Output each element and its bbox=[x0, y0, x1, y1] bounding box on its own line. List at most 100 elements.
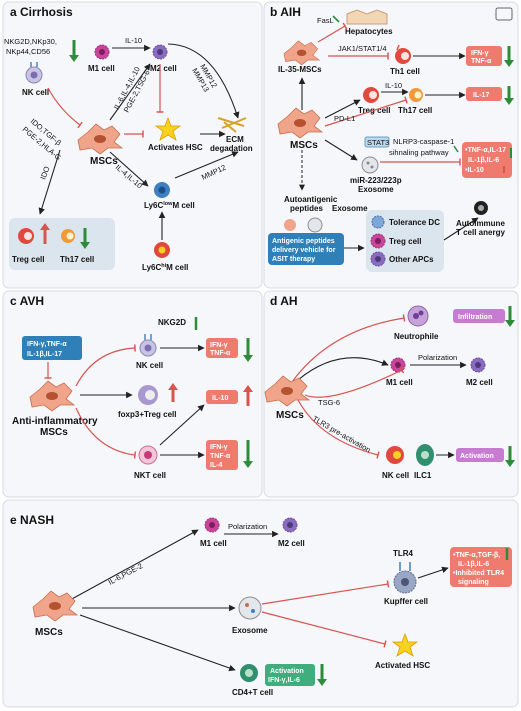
b-autoantigenic-2: peptides bbox=[290, 204, 323, 213]
b-ifn-box bbox=[466, 46, 502, 66]
b-th17-icon bbox=[409, 88, 423, 102]
a-ecm-icon bbox=[217, 117, 247, 133]
b-mir-1: miR-223/223p bbox=[350, 176, 402, 185]
c-nkg2d: NKG2D bbox=[158, 318, 186, 327]
d-msc-m1-arrow bbox=[297, 357, 389, 381]
b-nlrp3-2: sihnaling pathway bbox=[389, 148, 449, 157]
e-activation-down-arrowhead bbox=[317, 679, 327, 686]
e-exo-hsc-inhibit bbox=[261, 611, 387, 648]
c-ifn-box bbox=[22, 336, 82, 360]
b-antigenic-2: delivery vehicle for bbox=[272, 247, 336, 254]
b-antigenic-box bbox=[268, 233, 344, 265]
e-cyt-2: IL-1β,IL-6 bbox=[458, 561, 489, 568]
c-nkt-icon bbox=[138, 445, 158, 465]
b-ifn-2: TNF-α bbox=[471, 58, 492, 65]
b-il17-down-arrowhead bbox=[504, 98, 514, 105]
c-ifn-box-2: IL-1β,IL-17 bbox=[27, 351, 62, 358]
a-nk-cell-icon bbox=[25, 66, 43, 84]
panel-a-title: a Cirrhosis bbox=[10, 5, 73, 19]
a-th17-label: Th17 cell bbox=[60, 255, 94, 264]
a-m2-ecm-arrow bbox=[167, 43, 240, 119]
b-antigenic-1: Antigenic peptides bbox=[272, 238, 335, 245]
b-nlrp3-down-arrow bbox=[453, 145, 459, 153]
b-antigenic-3: ASIT therapy bbox=[272, 256, 315, 263]
e-polarization: Polarization bbox=[228, 522, 267, 531]
b-hepatocytes-icon bbox=[346, 9, 388, 25]
b-tolerance-dc-icon bbox=[371, 215, 385, 229]
e-kupffer-cyt-arrow bbox=[417, 566, 449, 579]
b-stat3: STAT3 bbox=[367, 138, 389, 147]
b-cyt-box bbox=[462, 142, 512, 178]
b-cyt-3: •IL-10 bbox=[465, 167, 484, 174]
e-cyt-box bbox=[450, 547, 512, 587]
d-neutrophile: Neutrophile bbox=[394, 332, 439, 341]
e-exosome-icon bbox=[238, 596, 262, 620]
a-nk-receptors-2: NKp44,CD56 bbox=[6, 47, 50, 56]
c-nk-icon bbox=[139, 339, 157, 357]
b-th17-label: Th17 cell bbox=[398, 106, 432, 115]
e-m2: M2 cell bbox=[278, 539, 305, 548]
d-activation-down-arrowhead bbox=[505, 460, 515, 467]
d-m2: M2 cell bbox=[466, 378, 493, 387]
a-ly6c-low-label: Ly6ClowM cell bbox=[144, 201, 195, 210]
d-mscs: MSCs bbox=[276, 410, 304, 421]
e-act-hsc: Activated HSC bbox=[375, 661, 430, 670]
a-treg-th17-box bbox=[9, 218, 115, 270]
window-toggle-icon[interactable] bbox=[495, 7, 513, 21]
e-cyt-1: •TNF-α,TGF-β, bbox=[453, 552, 500, 559]
b-msc-hep-inhibit bbox=[317, 22, 348, 43]
b-treg2: Treg cell bbox=[389, 237, 421, 246]
a-nk-receptor-icon bbox=[30, 62, 38, 67]
b-anergy-2: T cell anergy bbox=[456, 228, 505, 237]
e-kupffer-icon bbox=[393, 562, 417, 594]
a-ido-label: IDO bbox=[38, 165, 51, 181]
b-fasl-down-arrow bbox=[332, 15, 340, 23]
a-nk-receptors-1: NKG2D,NKp30, bbox=[4, 37, 57, 46]
d-m2-icon bbox=[470, 357, 486, 373]
c-nkt-cyt-3: IL-4 bbox=[210, 462, 223, 469]
panel-d-title: d AH bbox=[270, 294, 298, 308]
b-fasl: FasL bbox=[317, 16, 334, 25]
e-activation-box bbox=[265, 664, 315, 686]
a-ly6c-hi-label: Ly6ChiM cell bbox=[142, 263, 188, 272]
b-other-apc-icon bbox=[370, 251, 386, 267]
b-msc-exo-arrow bbox=[324, 139, 358, 161]
c-nk-label: NK cell bbox=[136, 361, 163, 370]
b-treg-icon bbox=[363, 87, 379, 103]
e-msc-m1-arrow bbox=[69, 529, 199, 601]
b-ifn-down-arrowhead bbox=[504, 60, 514, 67]
c-nkt-cyt-1: IFN-γ bbox=[210, 444, 228, 451]
panel-c-title: c AVH bbox=[10, 294, 44, 308]
d-msc-neutro-inhibit bbox=[291, 314, 406, 383]
b-exosome-icon bbox=[361, 156, 379, 174]
e-act-2: IFN-γ,IL-6 bbox=[268, 677, 300, 684]
d-ilc1: ILC1 bbox=[414, 471, 432, 480]
d-activation-box bbox=[456, 448, 504, 462]
c-il10: IL-10 bbox=[212, 395, 228, 402]
c-nkt-cyt-down-arrowhead bbox=[243, 461, 253, 468]
d-msc-m1-inhibit bbox=[304, 366, 405, 398]
a-ly6c-ecm-arrow bbox=[174, 151, 239, 179]
a-ly6c-low-icon bbox=[154, 182, 170, 198]
panel-d-box bbox=[263, 290, 519, 498]
b-treg2-icon bbox=[370, 233, 386, 249]
b-il17: IL-17 bbox=[473, 92, 489, 99]
e-act-1: Activation bbox=[270, 668, 304, 675]
a-msc-m2-arrow bbox=[109, 63, 151, 121]
d-m1: M1 cell bbox=[386, 378, 413, 387]
a-m2-cell-icon bbox=[152, 44, 168, 60]
a-msc-treg-arrow bbox=[38, 149, 61, 215]
c-nk-cyt-down-arrowhead bbox=[243, 355, 253, 362]
b-apc-anergy-arrow bbox=[443, 217, 479, 241]
b-th1-icon bbox=[395, 48, 411, 64]
a-treg-icon bbox=[18, 228, 34, 244]
d-m1-icon bbox=[390, 357, 406, 373]
a-treg-up-arrowhead bbox=[40, 223, 50, 230]
c-nkt-cyt-box bbox=[206, 440, 238, 470]
c-foxp3-up-arrowhead bbox=[168, 383, 178, 390]
c-nk-cyt-box bbox=[206, 338, 238, 358]
e-cd4-icon bbox=[240, 664, 258, 682]
b-anergy-1: Autoimmune bbox=[456, 219, 505, 228]
e-m1-icon bbox=[204, 517, 220, 533]
c-il10-up-arrowhead bbox=[243, 385, 253, 392]
